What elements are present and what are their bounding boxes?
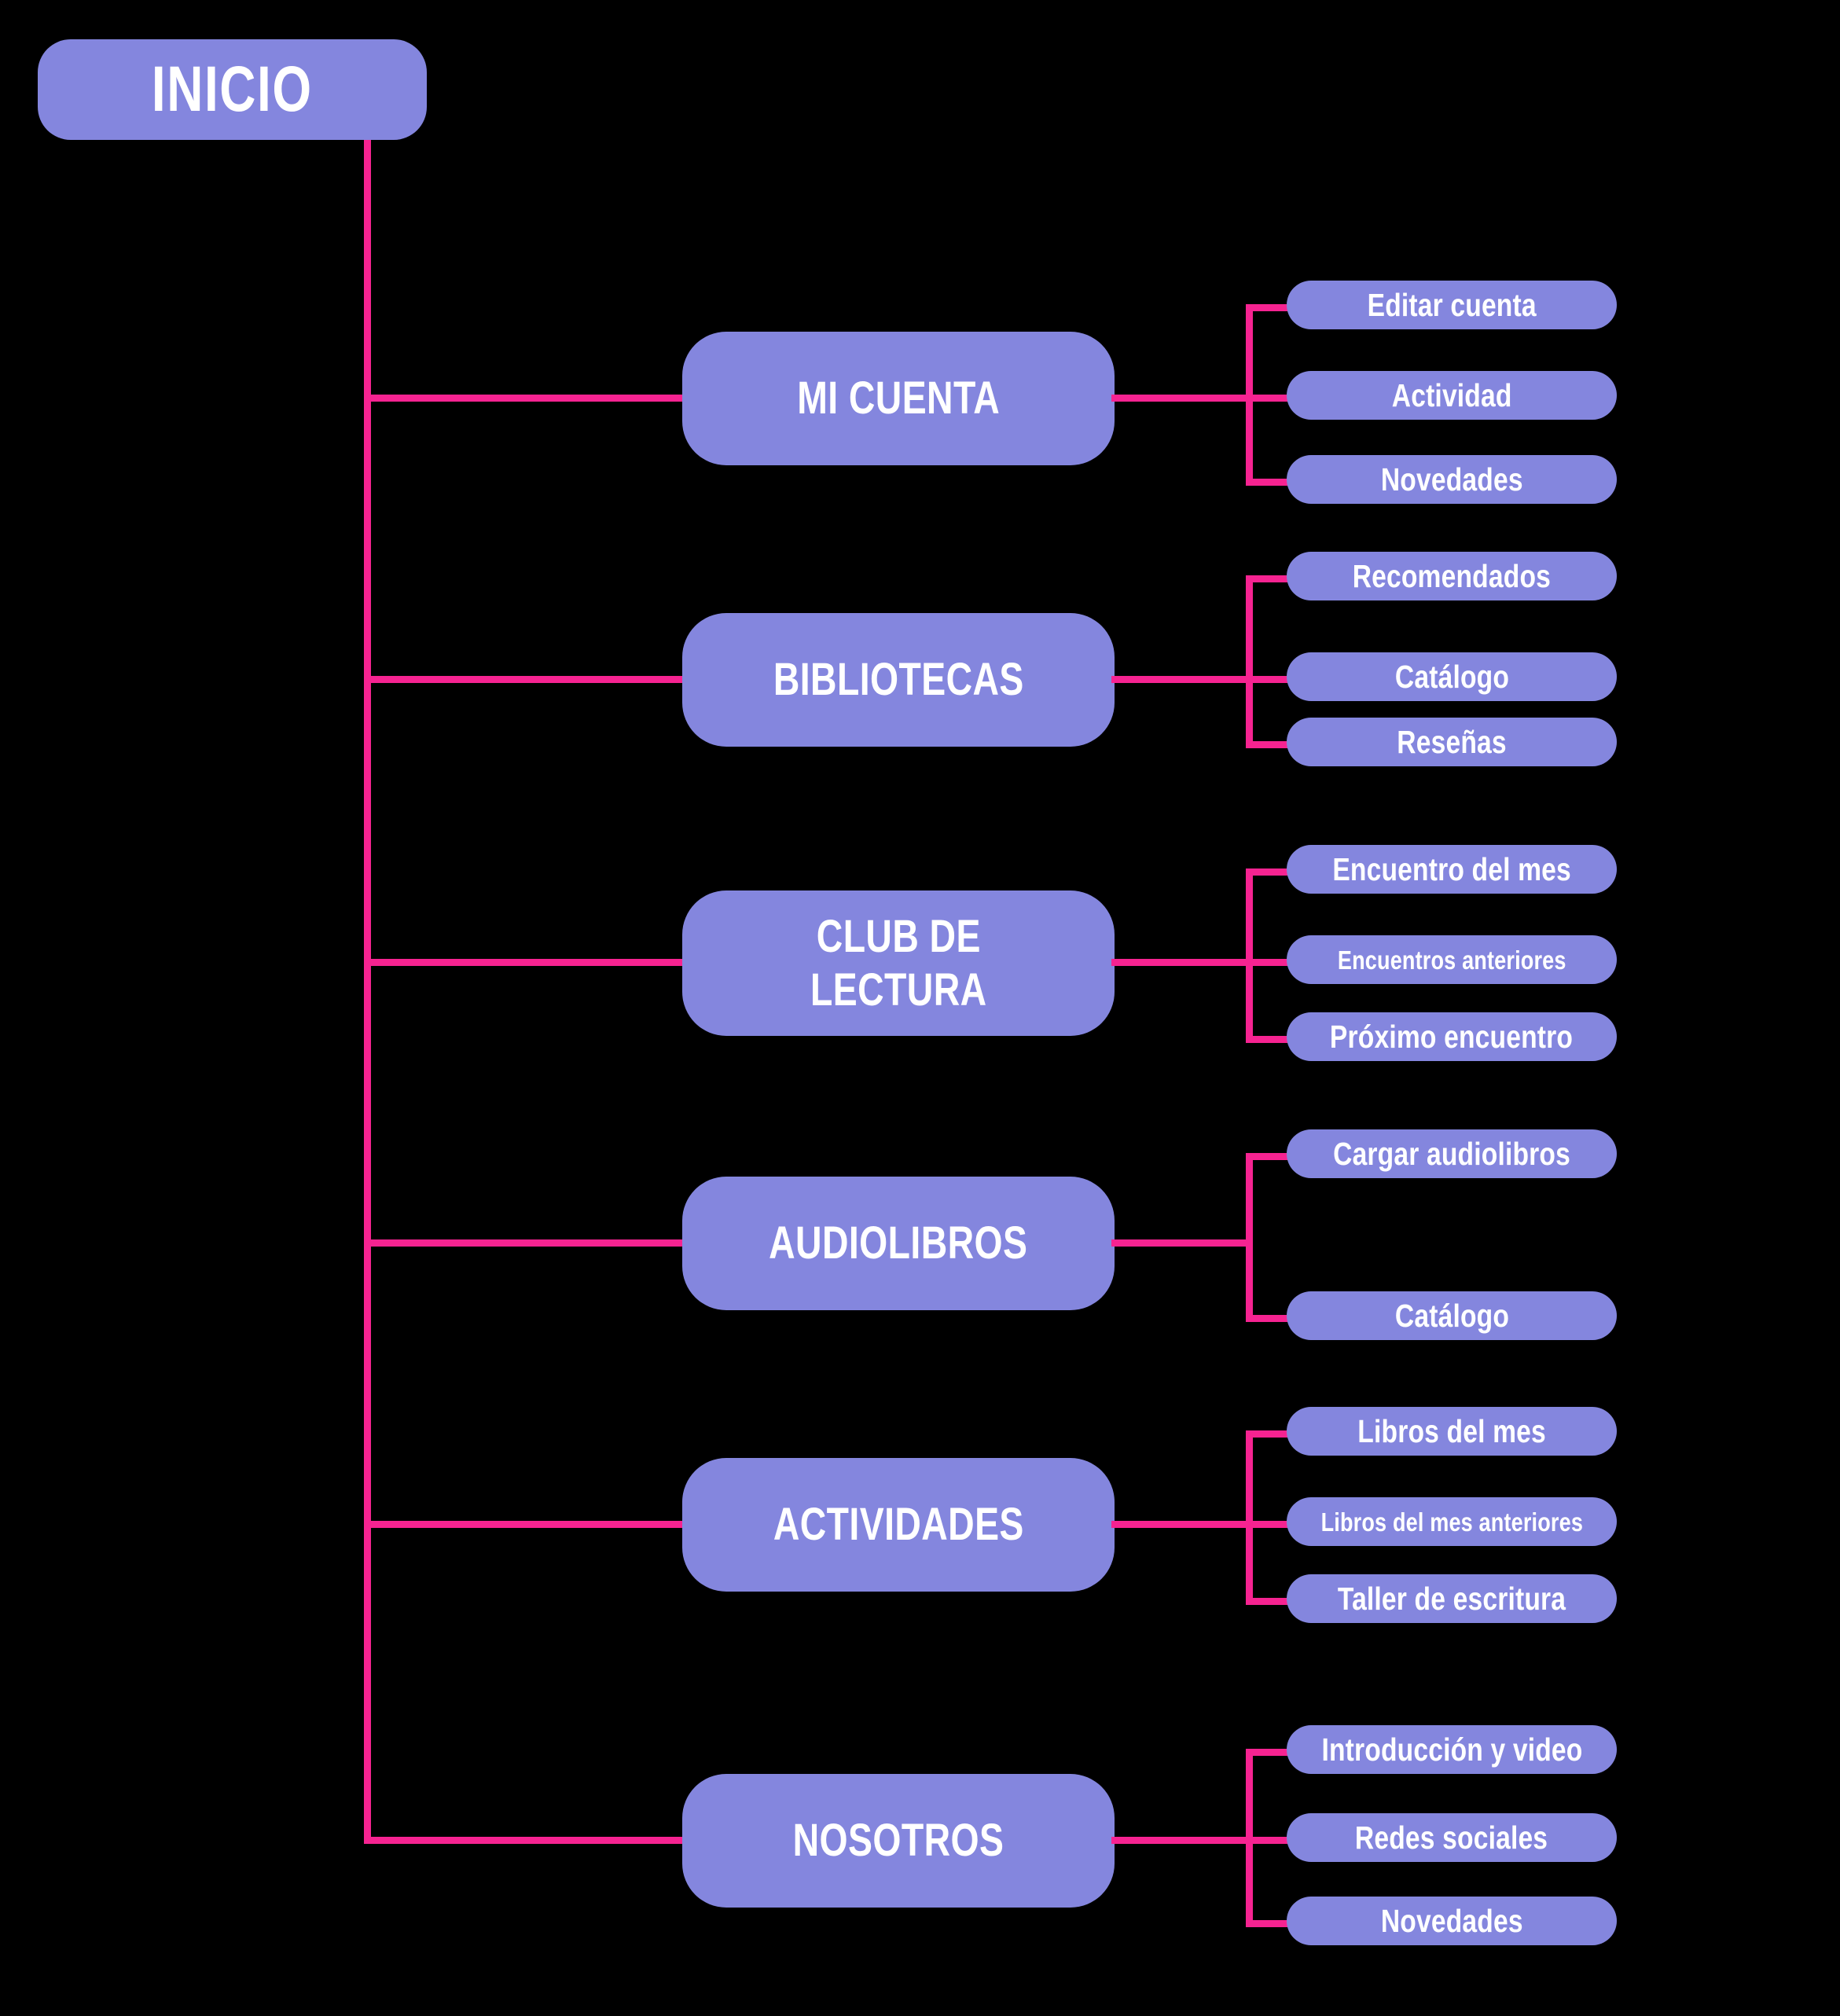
branch-junction-line [1246, 575, 1253, 748]
parent-node-audiolibros[interactable]: AUDIOLIBROS [682, 1177, 1115, 1310]
parent-node-bibliotecas[interactable]: BIBLIOTECAS [682, 613, 1115, 747]
child-node-label: Editar cuenta [1367, 286, 1537, 323]
parent-to-junction-connector [1111, 1239, 1253, 1247]
branch-junction-line [1246, 1430, 1253, 1605]
child-node-taller-de-escritura[interactable]: Taller de escritura [1287, 1574, 1617, 1623]
trunk-to-parent-connector [364, 959, 686, 966]
child-node-label: Catálogo [1394, 658, 1509, 695]
parent-node-club-de-lectura[interactable]: CLUB DE LECTURA [682, 890, 1115, 1036]
child-node-cargar-audiolibros[interactable]: Cargar audiolibros [1287, 1129, 1617, 1178]
child-node-label: Cargar audiolibros [1333, 1135, 1570, 1172]
parent-to-junction-connector [1111, 676, 1253, 683]
child-node-proximo-encuentro[interactable]: Próximo encuentro [1287, 1012, 1617, 1061]
child-node-recomendados[interactable]: Recomendados [1287, 552, 1617, 600]
child-node-editar-cuenta[interactable]: Editar cuenta [1287, 281, 1617, 329]
child-node-label: Próximo encuentro [1330, 1018, 1574, 1055]
child-node-label: Reseñas [1397, 723, 1507, 760]
junction-to-child-connector [1246, 676, 1293, 683]
parent-node-label: ACTIVIDADES [773, 1499, 1024, 1551]
junction-to-child-connector [1246, 1749, 1293, 1756]
junction-to-child-connector [1246, 479, 1293, 486]
junction-to-child-connector [1246, 1920, 1293, 1927]
junction-to-child-connector [1246, 741, 1293, 748]
trunk-vertical-line [364, 140, 371, 1844]
child-node-libros-del-mes-anteriores[interactable]: Libros del mes anteriores [1287, 1497, 1617, 1546]
parent-to-junction-connector [1111, 395, 1253, 402]
junction-to-child-connector [1246, 1598, 1293, 1605]
child-node-label: Introducción y video [1320, 1731, 1583, 1768]
child-node-encuentros-anteriores[interactable]: Encuentros anteriores [1287, 935, 1617, 984]
child-node-introduccion-y-video[interactable]: Introducción y video [1287, 1725, 1617, 1774]
parent-node-label: MI CUENTA [797, 373, 1000, 424]
junction-to-child-connector [1246, 1036, 1293, 1043]
child-node-encuentro-del-mes[interactable]: Encuentro del mes [1287, 845, 1617, 894]
child-node-label: Taller de escritura [1337, 1580, 1566, 1617]
junction-to-child-connector [1246, 395, 1293, 402]
junction-to-child-connector [1246, 1837, 1293, 1844]
child-node-label: Recomendados [1352, 557, 1552, 594]
parent-node-label: CLUB DE LECTURA [810, 911, 987, 1015]
child-node-resenas[interactable]: Reseñas [1287, 718, 1617, 766]
parent-node-label: AUDIOLIBROS [769, 1217, 1028, 1269]
child-node-label: Redes sociales [1355, 1819, 1548, 1856]
junction-to-child-connector [1246, 1153, 1293, 1160]
parent-node-label: NOSOTROS [792, 1815, 1004, 1867]
child-node-label: Libros del mes anteriores [1320, 1507, 1583, 1537]
trunk-to-parent-connector [364, 1239, 686, 1247]
junction-to-child-connector [1246, 1521, 1293, 1528]
child-node-libros-del-mes[interactable]: Libros del mes [1287, 1407, 1617, 1456]
trunk-to-parent-connector [364, 1837, 686, 1844]
junction-to-child-connector [1246, 1430, 1293, 1438]
child-node-label: Novedades [1380, 461, 1523, 498]
root-node-inicio[interactable]: INICIO [38, 39, 427, 140]
branch-junction-line [1246, 1153, 1253, 1322]
parent-node-actividades[interactable]: ACTIVIDADES [682, 1458, 1115, 1592]
junction-to-child-connector [1246, 304, 1293, 311]
child-node-label: Actividad [1391, 376, 1512, 413]
parent-node-nosotros[interactable]: NOSOTROS [682, 1774, 1115, 1908]
parent-to-junction-connector [1111, 959, 1253, 966]
child-node-catalogo[interactable]: Catálogo [1287, 652, 1617, 701]
child-node-catalogo[interactable]: Catálogo [1287, 1291, 1617, 1340]
trunk-to-parent-connector [364, 1521, 686, 1528]
child-node-redes-sociales[interactable]: Redes sociales [1287, 1813, 1617, 1862]
child-node-novedades[interactable]: Novedades [1287, 1897, 1617, 1945]
child-node-label: Encuentro del mes [1332, 850, 1571, 887]
parent-to-junction-connector [1111, 1837, 1253, 1844]
child-node-label: Novedades [1380, 1902, 1523, 1939]
junction-to-child-connector [1246, 959, 1293, 966]
branch-junction-line [1246, 868, 1253, 1043]
trunk-to-parent-connector [364, 395, 686, 402]
child-node-label: Encuentros anteriores [1337, 945, 1566, 975]
junction-to-child-connector [1246, 1315, 1293, 1322]
junction-to-child-connector [1246, 575, 1293, 582]
child-node-label: Catálogo [1394, 1297, 1509, 1334]
child-node-novedades[interactable]: Novedades [1287, 455, 1617, 504]
root-node-label: INICIO [152, 53, 313, 125]
junction-to-child-connector [1246, 868, 1293, 876]
parent-node-label: BIBLIOTECAS [773, 654, 1024, 706]
child-node-actividad[interactable]: Actividad [1287, 371, 1617, 420]
parent-to-junction-connector [1111, 1521, 1253, 1528]
parent-node-mi-cuenta[interactable]: MI CUENTA [682, 332, 1115, 465]
trunk-to-parent-connector [364, 676, 686, 683]
child-node-label: Libros del mes [1357, 1412, 1546, 1449]
